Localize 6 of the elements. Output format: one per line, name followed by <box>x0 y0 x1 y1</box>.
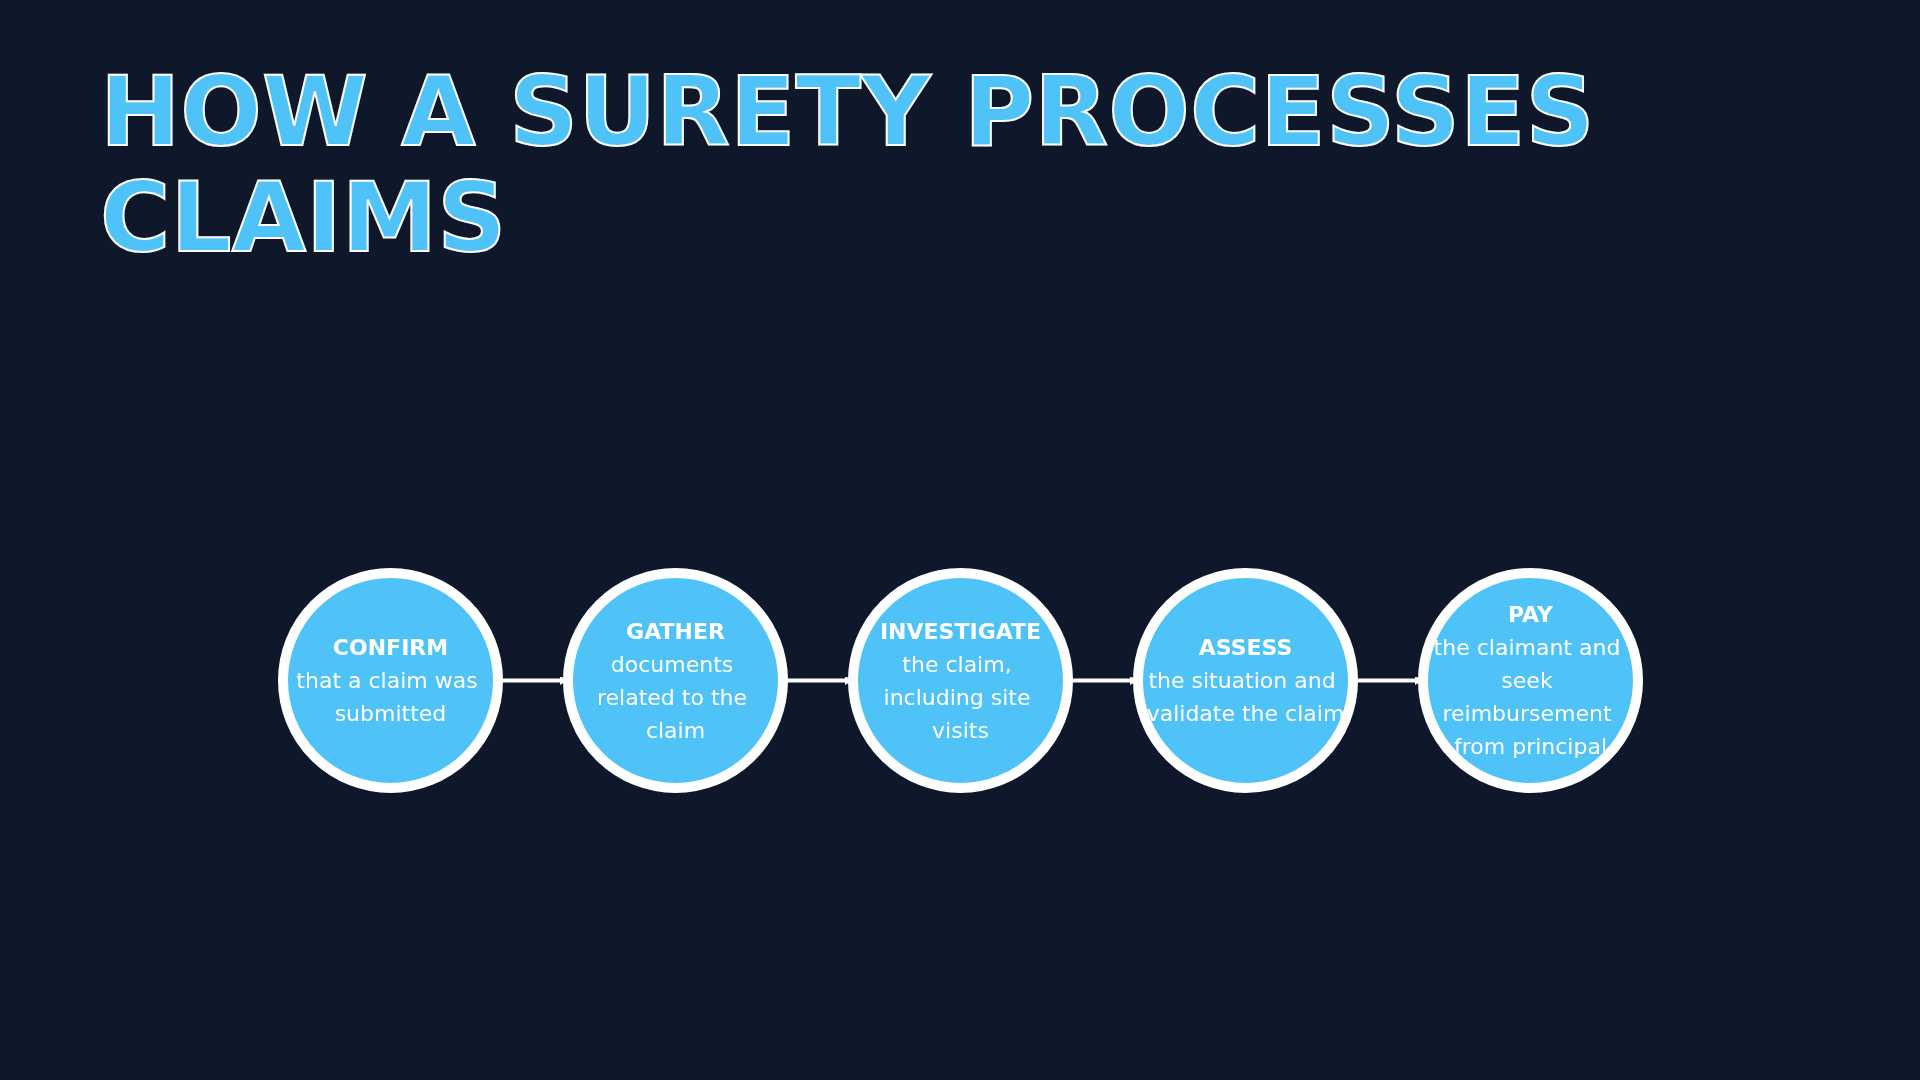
node-circle: GATHER documents related to the claim <box>562 567 788 793</box>
node-circle: INVESTIGATE the claim, including site visits <box>847 567 1073 793</box>
title: HOW A SURETY PROCESSES CLAIMS <box>100 60 1596 272</box>
node-circle: ASSESS the situation and validate the claim <box>1132 567 1358 793</box>
node-circle: PAY the claimant and seek reimbursement from principal <box>1417 567 1643 793</box>
node-circle: CONFIRM that a claim was submitted <box>277 567 503 793</box>
